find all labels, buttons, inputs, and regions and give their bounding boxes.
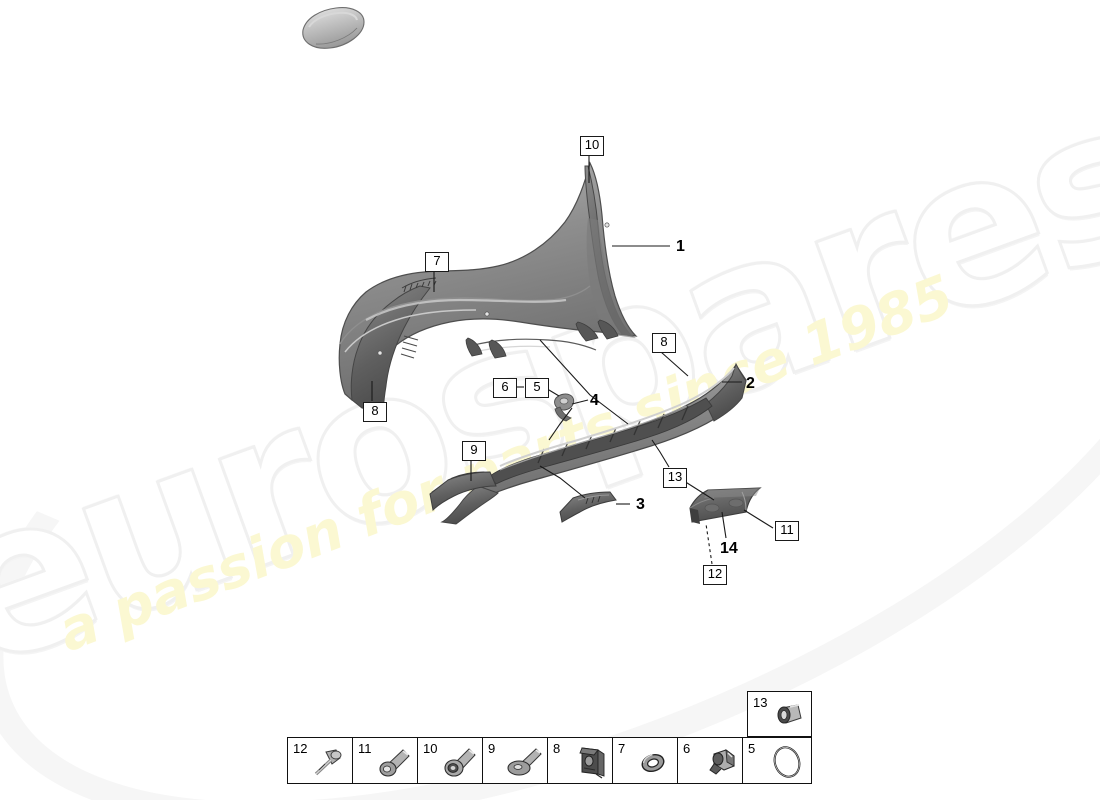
legend-number-5: 5 (748, 741, 756, 756)
flange-bolt-icon (507, 748, 542, 776)
legend-number-6: 6 (683, 741, 691, 756)
legend-cell-5[interactable]: 5 (743, 738, 813, 783)
callout-14[interactable]: 14 (720, 540, 738, 557)
legend-cell-11[interactable]: 11 (353, 738, 418, 783)
legend-number-10: 10 (423, 741, 438, 756)
part-sensor-and-oring (554, 393, 575, 422)
callout-4[interactable]: 4 (590, 392, 599, 409)
legend-cell-6[interactable]: 6 (678, 738, 743, 783)
screw-with-washer-icon (314, 749, 342, 776)
bracket-clip-icon (579, 747, 605, 779)
callout-1[interactable]: 1 (676, 238, 685, 255)
callout-13[interactable]: 13 (663, 468, 687, 488)
callout-9[interactable]: 9 (462, 441, 486, 461)
part-rear-diffuser-panel (429, 362, 747, 525)
callout-10[interactable]: 10 (580, 136, 604, 156)
parking-sensor-icon (709, 749, 735, 775)
callout-6[interactable]: 6 (493, 378, 517, 398)
callout-8-right[interactable]: 8 (652, 333, 676, 353)
legend-cell-8[interactable]: 8 (548, 738, 613, 783)
washer-ring-icon (641, 753, 665, 773)
legend-cell-9[interactable]: 9 (483, 738, 548, 783)
o-ring-icon (773, 746, 801, 778)
callout-12[interactable]: 12 (703, 565, 727, 585)
bushing-sleeve-icon (777, 704, 802, 724)
part-license-plate-holder (689, 487, 762, 524)
part-rear-bumper-cover (338, 161, 638, 413)
legend-number-12: 12 (293, 741, 308, 756)
legend-cell-7[interactable]: 7 (613, 738, 678, 783)
legend-strip: 12 11 (287, 737, 812, 784)
callout-7[interactable]: 7 (425, 252, 449, 272)
callout-5[interactable]: 5 (525, 378, 549, 398)
legend-cell-12[interactable]: 12 (288, 738, 353, 783)
legend-cell-10[interactable]: 10 (418, 738, 483, 783)
callout-3[interactable]: 3 (636, 496, 645, 513)
pan-head-bolt-icon (379, 749, 410, 777)
legend-number-7: 7 (618, 741, 626, 756)
legend-number-8: 8 (553, 741, 561, 756)
leader-lines (371, 155, 774, 565)
callout-8-left[interactable]: 8 (363, 402, 387, 422)
legend-number-9: 9 (488, 741, 496, 756)
legend-number-11: 11 (358, 741, 372, 756)
part-small-trim-cap (302, 7, 365, 49)
part-lower-trim-wedge (559, 491, 617, 523)
legend-cell-13[interactable]: 13 (747, 691, 812, 737)
legend-number-13: 13 (753, 695, 768, 710)
callout-11[interactable]: 11 (775, 521, 799, 541)
hex-socket-bolt-icon (444, 748, 476, 777)
callout-2[interactable]: 2 (746, 375, 755, 392)
